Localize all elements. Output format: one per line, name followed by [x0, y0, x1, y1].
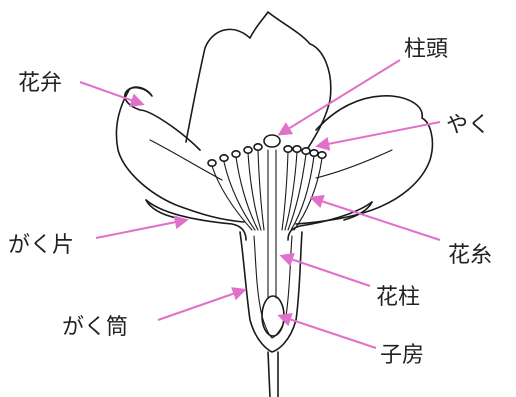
stamens [208, 144, 326, 230]
label-stigma: 柱頭 [404, 37, 448, 62]
filament-r2 [285, 152, 297, 230]
label-filament: 花糸 [448, 243, 492, 268]
calyx-tube [240, 232, 302, 352]
calyx-tube-inner [254, 236, 292, 338]
anther-l2 [220, 155, 228, 161]
leader-style [282, 256, 370, 286]
filament-r1 [282, 152, 288, 230]
anther-l5 [254, 144, 262, 150]
anther-r1 [284, 146, 292, 152]
leader-anther [318, 122, 440, 146]
leader-calyx-tube [158, 290, 244, 320]
leader-ovary [280, 316, 376, 348]
filament-l5 [258, 150, 264, 230]
filament-r5 [294, 158, 322, 230]
label-ovary: 子房 [380, 343, 424, 368]
anther-l1 [208, 160, 216, 166]
leader-petal [80, 82, 142, 104]
filament-r4 [291, 156, 314, 230]
anther-r3 [302, 148, 310, 154]
stigma-shape [264, 135, 280, 147]
pedicel-left [268, 352, 270, 397]
label-petal: 花弁 [18, 71, 62, 96]
label-anther: やく [446, 113, 490, 138]
label-sepal: がく片 [8, 233, 74, 258]
leader-sepal [96, 220, 186, 238]
anther-l3 [232, 151, 240, 157]
anther-r5 [318, 152, 326, 158]
anther-r2 [293, 146, 301, 152]
petal-inner-right [316, 150, 392, 178]
anther-r4 [310, 150, 318, 156]
anther-l4 [244, 147, 252, 153]
label-style: 花柱 [376, 285, 420, 310]
label-calyx-tube: がく筒 [62, 315, 128, 340]
leader-stigma [280, 60, 400, 134]
petal-top [186, 12, 331, 148]
petal-right [296, 96, 432, 224]
